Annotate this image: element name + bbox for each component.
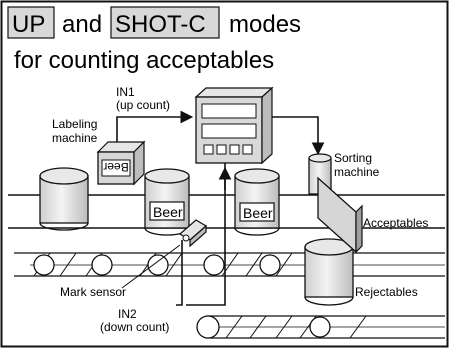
mark-sensor-label: Mark sensor	[60, 285, 126, 299]
labeling-machine-label: Beer	[103, 160, 128, 174]
rollers	[33, 254, 281, 276]
can-middle-label: Beer	[153, 204, 183, 220]
counter-display-bottom	[201, 123, 257, 139]
can-left	[39, 167, 89, 231]
in1-label: IN1	[116, 85, 135, 99]
title-line2: for counting acceptables	[14, 47, 274, 74]
can-right-label: Beer	[243, 205, 273, 221]
title-and: and	[62, 11, 102, 38]
sorting-label: Sorting	[334, 151, 372, 165]
sorting-machine	[308, 153, 363, 254]
in1-signal-line	[116, 110, 194, 142]
acceptables-label: Acceptables	[363, 216, 428, 230]
in2-label: IN2	[118, 307, 137, 321]
mark-sensor	[178, 219, 208, 248]
mode-box-up	[7, 6, 55, 39]
counter-output-line	[272, 116, 325, 156]
counter-keys	[203, 144, 253, 155]
title-modes: modes	[229, 11, 301, 38]
counter-device	[194, 86, 274, 165]
can-middle: Beer	[144, 168, 190, 236]
can-rejected	[304, 238, 354, 306]
title-line1: UP and SHOT-C modes	[7, 6, 301, 39]
mark-sensor-leader	[121, 244, 181, 289]
in2-desc: (down count)	[100, 320, 169, 334]
labeling-machine-text: machine	[52, 131, 98, 145]
rejectables-label: Rejectables	[355, 285, 418, 299]
reject-conveyor	[196, 315, 445, 339]
in1-desc: (up count)	[116, 98, 170, 112]
sorting-machine-text: machine	[334, 165, 380, 179]
can-right: Beer	[234, 168, 280, 236]
mode-up: UP	[12, 11, 45, 38]
labeling-label: Labeling	[52, 117, 97, 131]
mode-shotc: SHOT-C	[115, 11, 206, 38]
labeling-machine: Beer	[96, 140, 146, 186]
counter-display-top	[201, 103, 257, 119]
mode-box-shotc	[110, 6, 220, 39]
in2-signal-line	[176, 163, 226, 306]
